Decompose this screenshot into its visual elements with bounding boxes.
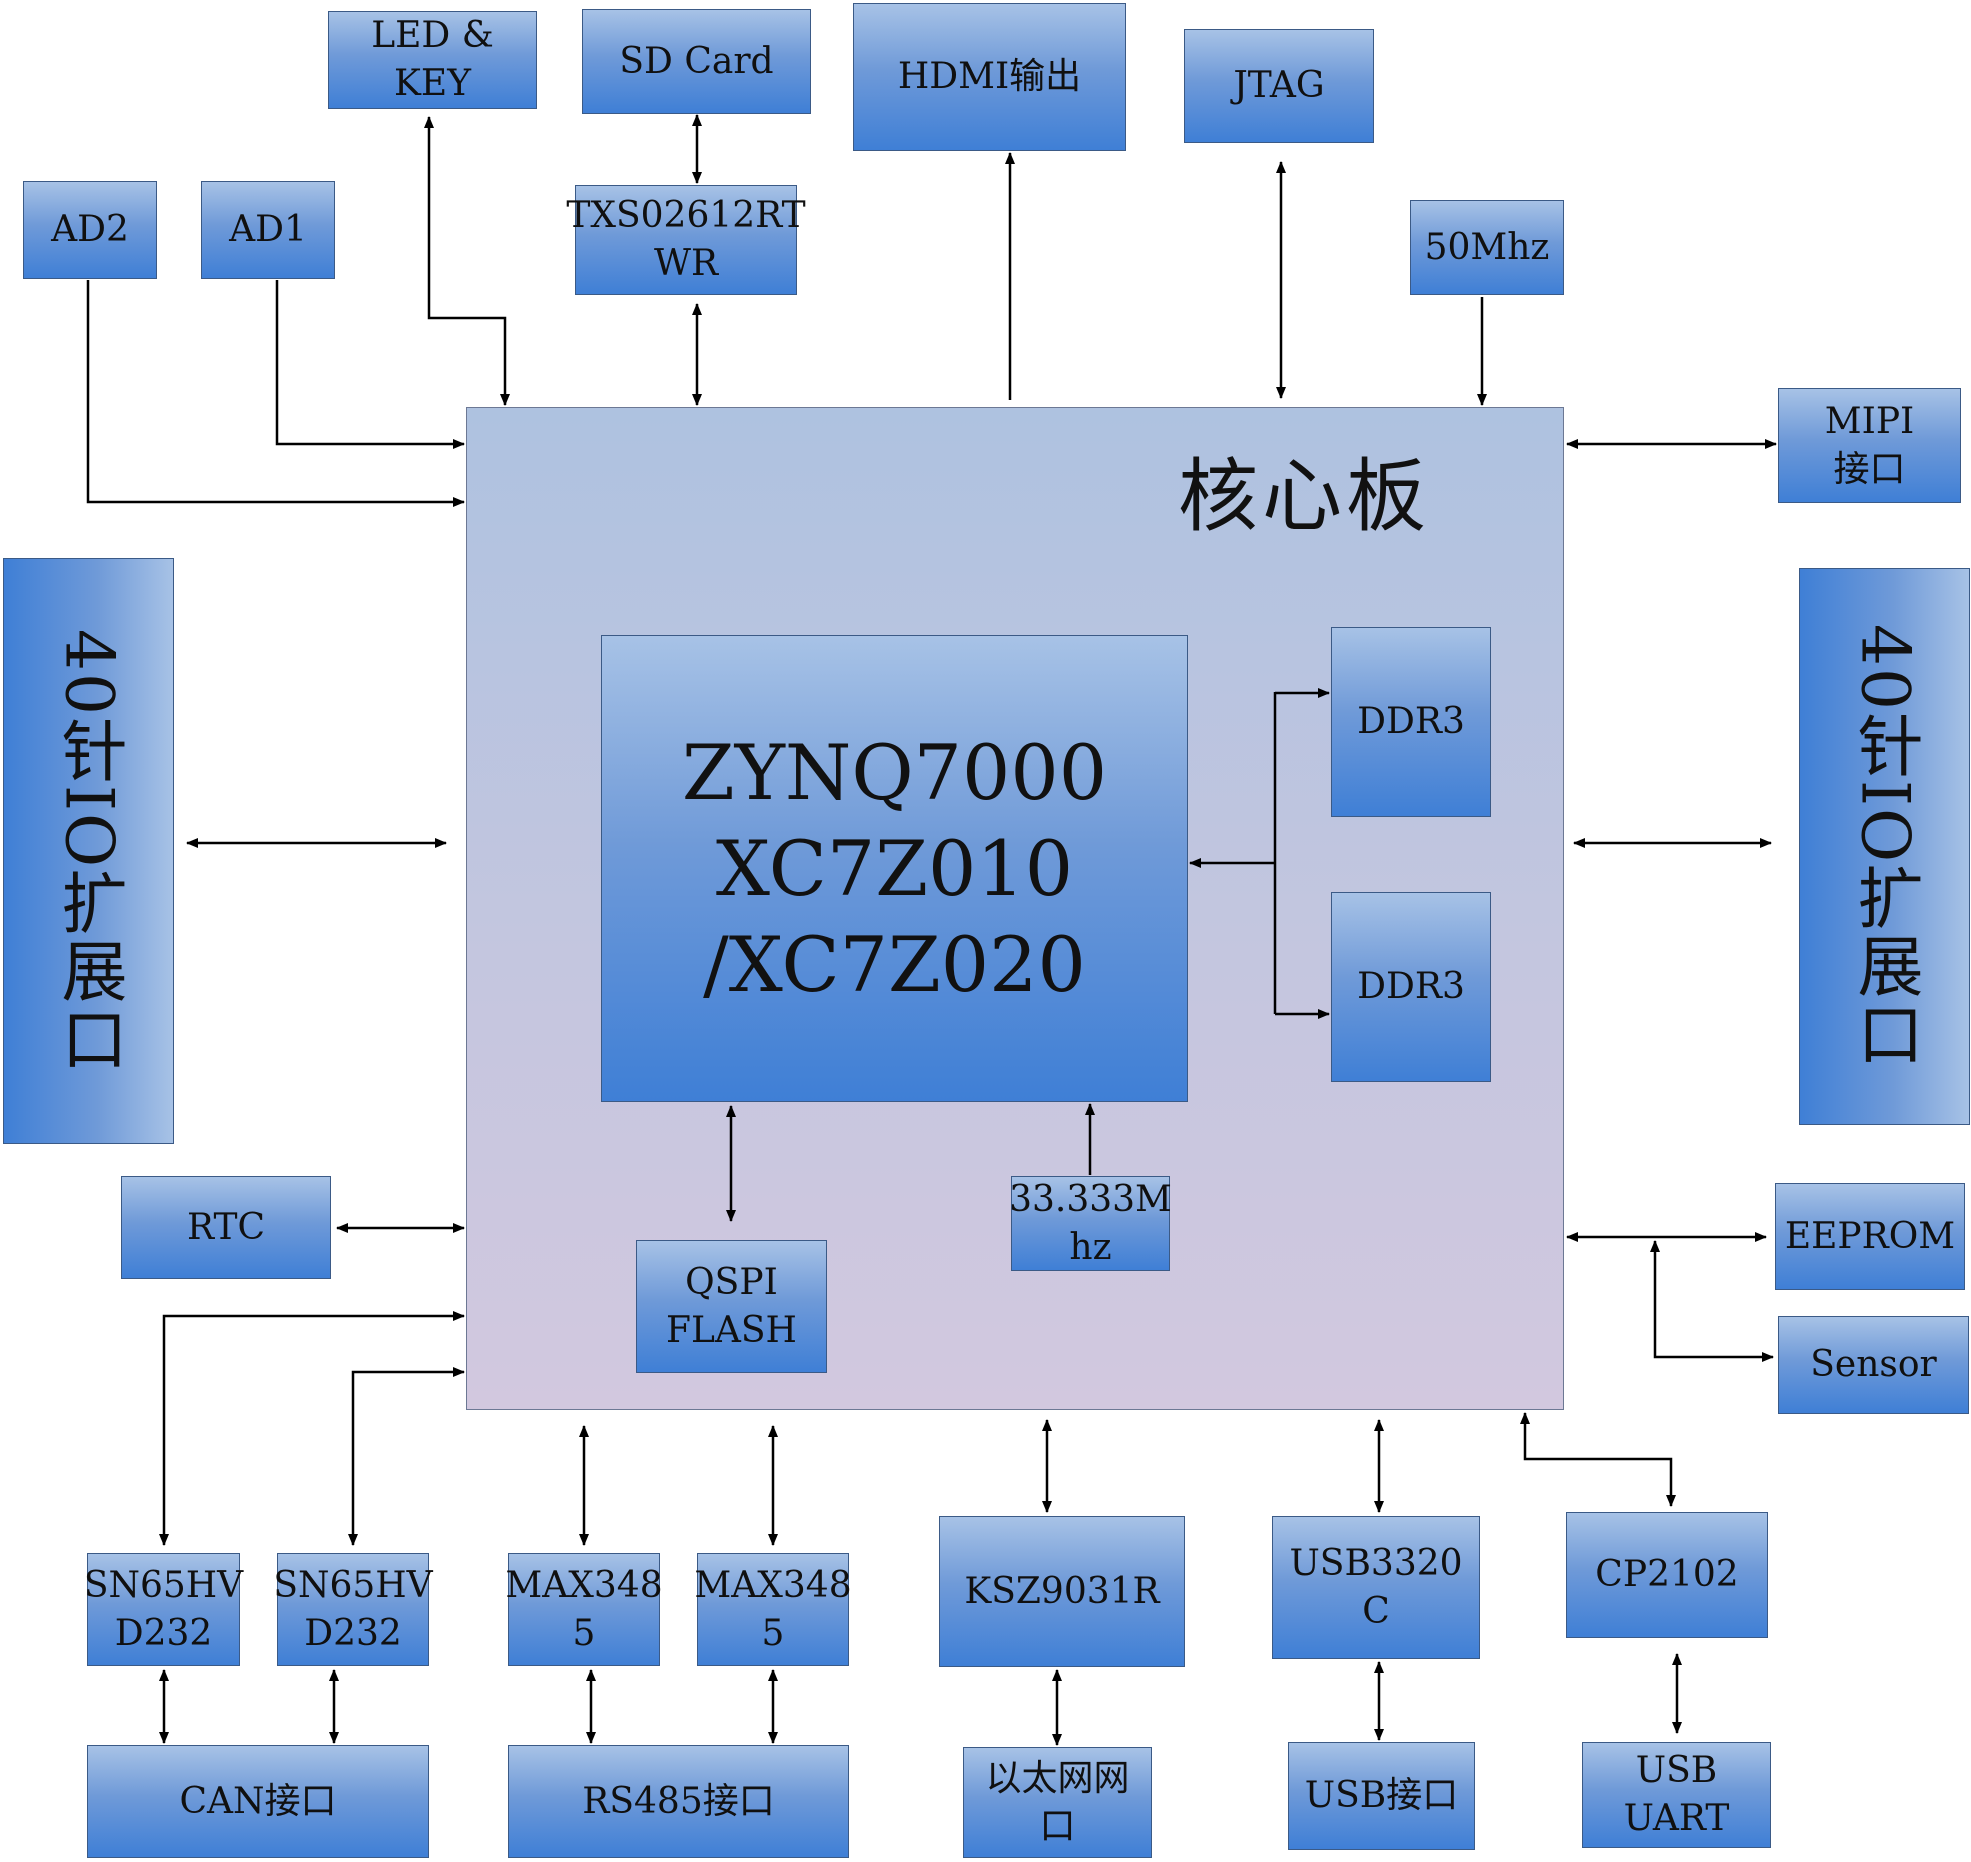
wire-ad1 — [275, 280, 465, 449]
wire-led-key — [424, 116, 510, 406]
can-port-block: CAN接口 — [87, 1745, 429, 1858]
ddr3-top-block: DDR3 — [1331, 627, 1491, 817]
ad1-block: AD1 — [201, 181, 335, 279]
osc-50mhz-block: 50Mhz — [1410, 200, 1564, 295]
chip-line-1: ZYNQ7000 — [681, 727, 1108, 817]
ad2-block: AD2 — [23, 181, 157, 279]
usb-uart-block: USB UART — [1582, 1742, 1771, 1848]
sn65hvd232-1-block: SN65HV D232 — [84, 1553, 243, 1666]
wire-sn65-1 — [159, 1311, 465, 1546]
wire-sensor — [1650, 1240, 1774, 1362]
wire-sn65-2 — [348, 1367, 465, 1546]
txs-block: TXS02612RT WR — [566, 185, 806, 295]
io-expansion-right-block: 40针IO扩展口 — [1799, 568, 1970, 1125]
wire-cp2102 — [1520, 1412, 1676, 1507]
wire-ad2 — [86, 280, 465, 507]
core-board-title: 核心板 — [1178, 450, 1430, 543]
zynq-chip: ZYNQ7000 XC7Z010 /XC7Z020 — [601, 635, 1188, 1102]
ksz9031r-block: KSZ9031R — [939, 1516, 1185, 1667]
jtag-block: JTAG — [1184, 29, 1374, 143]
eeprom-block: EEPROM — [1775, 1183, 1965, 1290]
mipi-block: MIPI 接口 — [1778, 388, 1961, 503]
sd-card-block: SD Card — [582, 9, 811, 114]
ddr3-bottom-block: DDR3 — [1331, 892, 1491, 1082]
chip-line-3: /XC7Z020 — [703, 919, 1086, 1009]
sensor-block: Sensor — [1778, 1316, 1969, 1414]
usb-port-block: USB接口 — [1288, 1742, 1475, 1850]
rtc-block: RTC — [121, 1176, 331, 1279]
max3485-1-block: MAX348 5 — [505, 1553, 663, 1666]
cp2102-block: CP2102 — [1566, 1512, 1768, 1638]
hdmi-block: HDMI输出 — [853, 3, 1126, 151]
rs485-port-block: RS485接口 — [508, 1745, 849, 1858]
led-key-block: LED & KEY — [328, 11, 537, 109]
io-expansion-left-block: 40针IO扩展口 — [3, 558, 174, 1144]
sn65hvd232-2-block: SN65HV D232 — [273, 1553, 433, 1666]
osc-33mhz-block: 33.333M hz — [1009, 1176, 1172, 1271]
max3485-2-block: MAX348 5 — [694, 1553, 852, 1666]
chip-line-2: XC7Z010 — [715, 823, 1074, 913]
qspi-flash-block: QSPI FLASH — [636, 1240, 827, 1373]
usb3320c-block: USB3320 C — [1272, 1516, 1480, 1659]
ethernet-port-block: 以太网网 口 — [963, 1747, 1152, 1858]
